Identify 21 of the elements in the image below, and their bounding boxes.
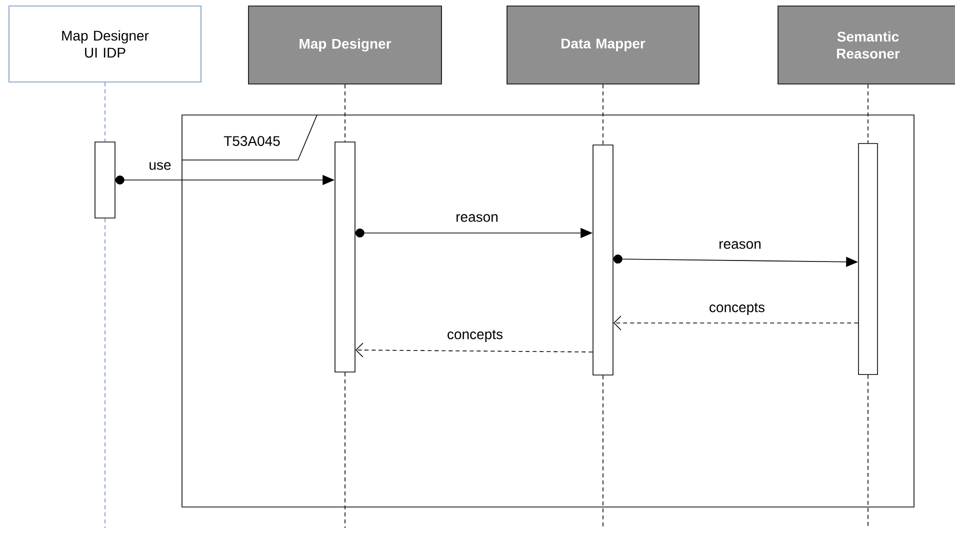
participant-box: Map Designer — [248, 6, 442, 84]
edge-label: concepts — [446, 329, 504, 343]
participant-box: Semantic Reasoner — [778, 6, 955, 84]
lifeline — [602, 84, 604, 145]
activation-bar — [334, 142, 356, 372]
edge-label: reason — [718, 240, 762, 250]
activation-bar — [94, 142, 116, 218]
lifeline — [602, 375, 604, 528]
edge-label: use — [148, 161, 172, 171]
activation-bar — [592, 144, 614, 376]
edge-label: concepts — [708, 302, 766, 316]
activation-bar — [858, 143, 878, 375]
message-arrow — [355, 342, 593, 358]
message-arrow — [613, 316, 859, 330]
lifeline — [104, 218, 106, 528]
lifeline — [344, 84, 346, 142]
participant-box: Map Designer UI IDP — [8, 6, 202, 82]
participant-box: Data Mapper — [506, 6, 700, 84]
lifeline — [104, 82, 106, 142]
edge-label: reason — [454, 213, 500, 223]
lifeline — [344, 372, 346, 528]
